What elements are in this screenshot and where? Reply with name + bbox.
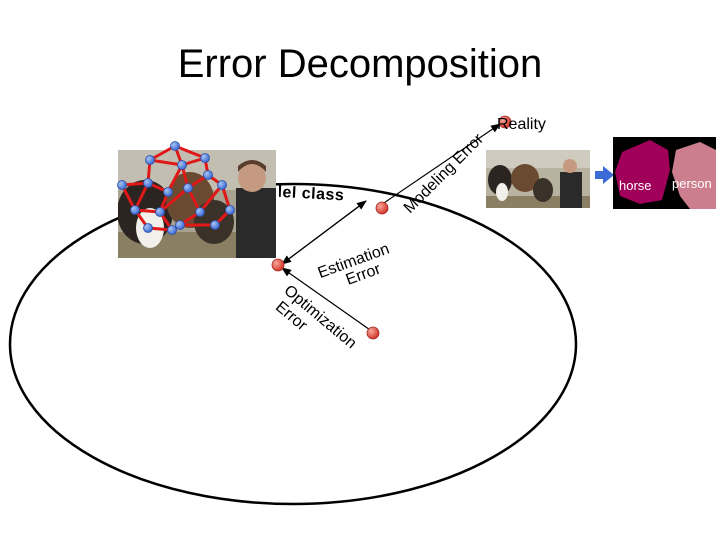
model-class-label: Model class xyxy=(248,182,345,204)
reality-point xyxy=(498,115,512,129)
reality-photo xyxy=(486,150,590,208)
estimated-model-point xyxy=(271,258,285,272)
segmentation-horse-label: horse xyxy=(619,178,652,193)
optimization-error-arrow xyxy=(281,267,374,333)
optimization-error-label: Optimization Error xyxy=(272,282,360,352)
reality-label: Reality xyxy=(497,116,546,133)
estimation-error-label: Estimation Error xyxy=(316,240,392,288)
optimized-model-point xyxy=(366,326,380,340)
best-in-class-point xyxy=(375,201,389,215)
segmentation-person-label: person xyxy=(672,176,712,191)
segmentation-mask: horse person xyxy=(613,137,716,209)
modeling-error-arrow xyxy=(377,123,501,208)
estimation-error-arrow xyxy=(281,200,367,265)
modeling-error-label: Modeling Error xyxy=(401,130,488,217)
model-graph-nodes xyxy=(117,141,235,235)
model-class-ellipse xyxy=(8,182,578,506)
segmentation-arrow xyxy=(595,166,614,184)
slide-title: Error Decomposition xyxy=(177,42,543,86)
